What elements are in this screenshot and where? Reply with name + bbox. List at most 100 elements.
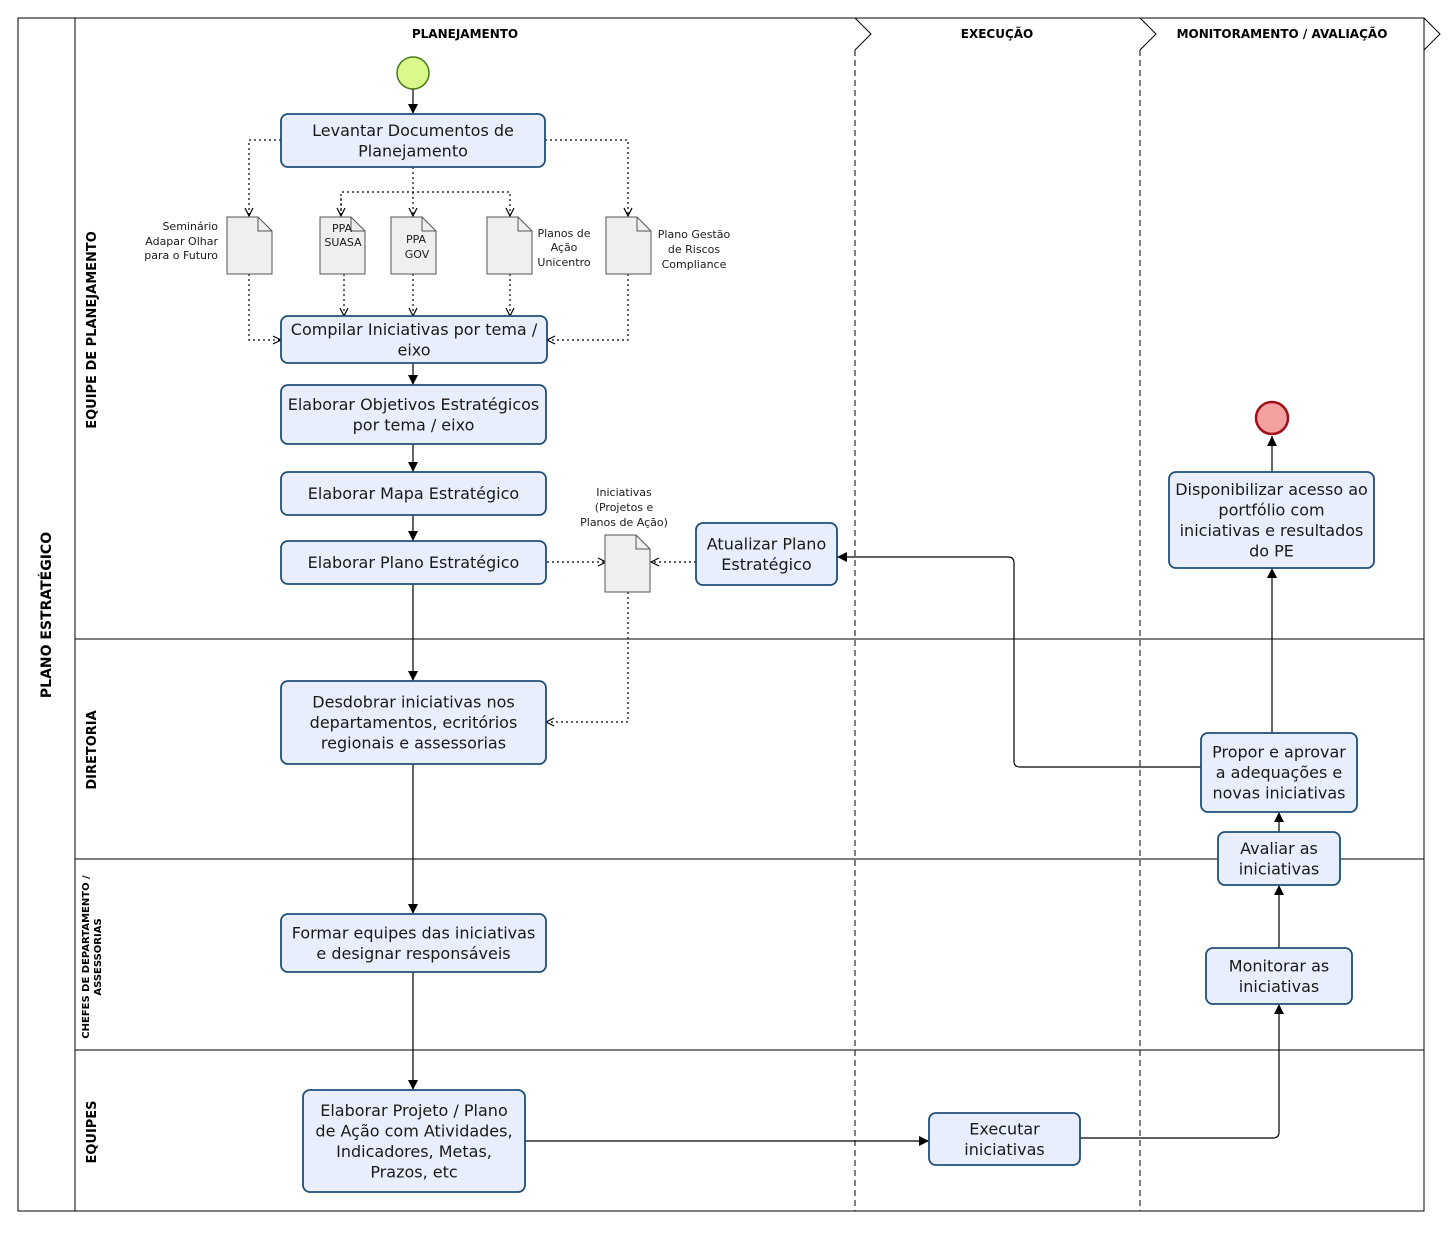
task-propor-box[interactable] xyxy=(1200,732,1358,813)
start-event[interactable] xyxy=(396,56,430,90)
task-plano[interactable]: Elaborar Plano Estratégico xyxy=(280,540,547,585)
lane-title-diretoria: DIRETORIA xyxy=(85,710,100,789)
task-plano-label: Elaborar Plano Estratégico xyxy=(308,553,520,572)
phase-chevron-2 xyxy=(1139,17,1157,51)
task-desdobrar-line-1: departamentos, ecritórios xyxy=(310,713,518,732)
assoc-riscos-compilar xyxy=(547,274,629,340)
phase-title-monitoramento: MONITORAMENTO / AVALIAÇÃO xyxy=(1177,26,1388,41)
task-propor-line-1: a adequações e xyxy=(1216,763,1343,782)
task-monitorar-label: Monitorar as iniciativas xyxy=(1229,956,1329,996)
task-disponibilizar-line-3: do PE xyxy=(1249,541,1294,560)
sequence-flows xyxy=(408,89,1284,1146)
task-desdobrar-box[interactable] xyxy=(280,680,547,765)
task-propor-line-0: Propor e aprovar xyxy=(1212,743,1346,762)
task-executar-box[interactable] xyxy=(928,1112,1081,1166)
phase-title-execucao: EXECUÇÃO xyxy=(961,26,1034,41)
flow-propor-atualizar xyxy=(837,552,1201,768)
task-levantar-line-0: Levantar Documentos de xyxy=(312,121,514,140)
task-compilar-box[interactable] xyxy=(280,315,548,364)
task-desdobrar-line-0: Desdobrar iniciativas nos xyxy=(312,693,514,712)
doc-seminario[interactable] xyxy=(226,216,273,275)
task-objetivos-box[interactable] xyxy=(280,384,547,445)
task-monitorar-line-0: Monitorar as xyxy=(1229,956,1329,975)
task-atualizar-line-1: Estratégico xyxy=(721,555,811,574)
task-avaliar-box[interactable] xyxy=(1217,831,1341,886)
task-projeto-line-3: Prazos, etc xyxy=(370,1162,457,1181)
task-mapa[interactable]: Elaborar Mapa Estratégico xyxy=(280,471,547,516)
task-executar-line-0: Executar xyxy=(969,1119,1040,1138)
task-mapa-box[interactable] xyxy=(280,471,547,516)
phase-title-planejamento: PLANEJAMENTO xyxy=(412,27,518,41)
flow-executar-monitorar xyxy=(1080,1004,1284,1139)
task-avaliar-line-1: iniciativas xyxy=(1239,859,1319,878)
task-monitorar[interactable]: Monitorar as iniciativas xyxy=(1205,947,1353,1005)
assoc-levantar-seminario xyxy=(249,139,281,216)
task-disponibilizar-line-1: portfólio com xyxy=(1218,500,1324,519)
task-objetivos-line-1: por tema / eixo xyxy=(353,415,475,434)
doc-gestao-riscos[interactable] xyxy=(605,216,652,275)
task-compilar-line-1: eixo xyxy=(397,340,430,359)
pool-title: PLANO ESTRATÉGICO xyxy=(38,532,55,698)
task-disponibilizar-line-0: Disponibilizar acesso ao xyxy=(1175,480,1368,499)
task-levantar-line-1: Planejamento xyxy=(358,141,468,160)
pool-frame xyxy=(17,17,1425,1212)
task-monitorar-box[interactable] xyxy=(1205,947,1353,1005)
assoc-seminario-compilar xyxy=(248,274,281,340)
associations xyxy=(248,139,696,722)
task-avaliar-line-0: Avaliar as xyxy=(1240,839,1318,858)
task-atualizar-line-0: Atualizar Plano xyxy=(707,534,826,553)
task-monitorar-line-1: iniciativas xyxy=(1239,977,1319,996)
task-atualizar-box[interactable] xyxy=(695,522,838,586)
lane-title-chefes: CHEFES DE DEPARTAMENTO /ASSESSORIAS xyxy=(81,875,104,1039)
doc-iniciativas[interactable] xyxy=(604,534,651,593)
task-disponibilizar-box[interactable] xyxy=(1168,471,1375,569)
lane-title-equipes: EQUIPES xyxy=(85,1100,100,1163)
task-projeto-box[interactable] xyxy=(302,1089,526,1193)
doc-folds xyxy=(257,217,651,550)
phase-chevron-3 xyxy=(1423,17,1441,51)
task-levantar-box[interactable] xyxy=(280,113,546,168)
task-compilar[interactable]: Compilar Iniciativas por tema /eixo xyxy=(280,315,548,364)
task-compilar-line-0: Compilar Iniciativas por tema / xyxy=(291,320,538,339)
phase-chevron-1 xyxy=(854,17,872,51)
lane-title-equipe-planejamento: EQUIPE DE PLANEJAMENTO xyxy=(85,231,100,429)
assoc-levantar-riscos xyxy=(545,139,628,216)
task-mapa-label: Elaborar Mapa Estratégico xyxy=(308,484,519,503)
task-projeto-line-0: Elaborar Projeto / Plano xyxy=(320,1101,507,1120)
phase-separators xyxy=(854,17,1441,1211)
end-event[interactable] xyxy=(1254,400,1290,436)
assoc-levantar-suasa-planos xyxy=(340,191,510,216)
task-plano-box[interactable] xyxy=(280,540,547,585)
task-plano-line-0: Elaborar Plano Estratégico xyxy=(308,553,520,572)
task-formar-box[interactable] xyxy=(280,913,547,973)
task-propor-line-2: novas iniciativas xyxy=(1212,784,1345,803)
task-desdobrar-line-2: regionais e assessorias xyxy=(321,734,506,753)
doc-planos-acao[interactable] xyxy=(486,216,533,275)
